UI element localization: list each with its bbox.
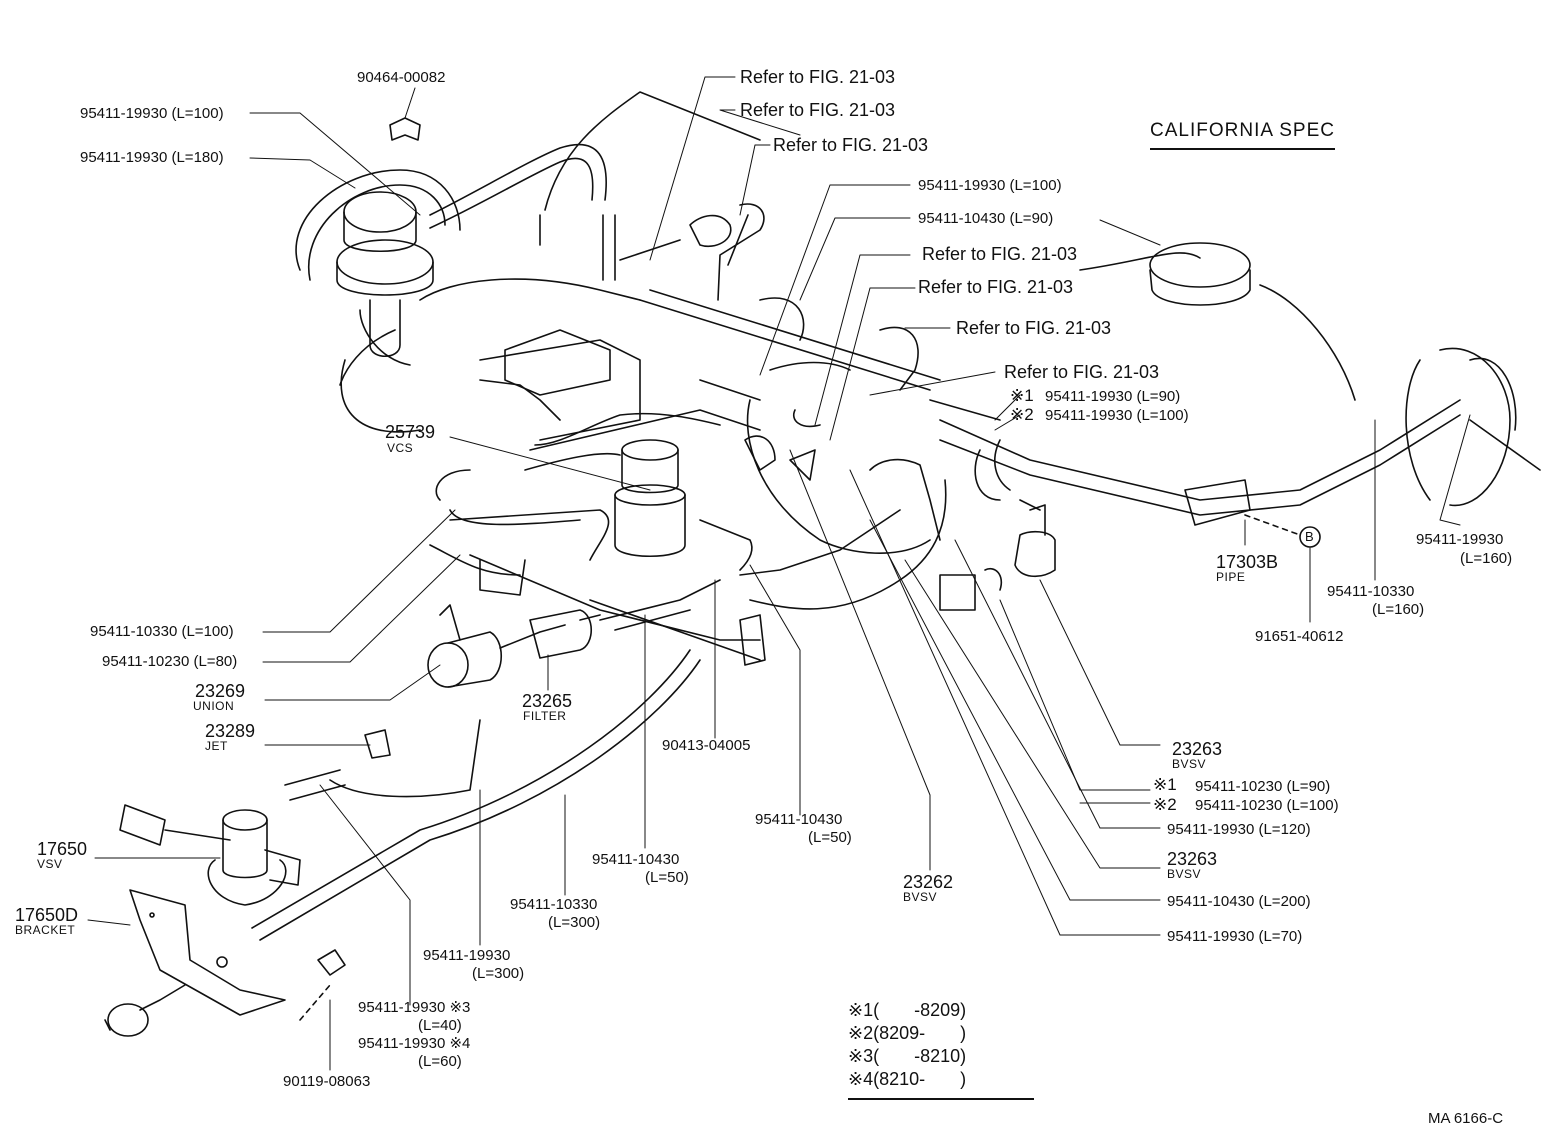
label-23289-sub: JET: [205, 739, 228, 753]
label-hose-19930-l120: 95411-19930 (L=120): [1167, 821, 1311, 838]
label-refer-fig-4: Refer to FIG. 21-03: [922, 244, 1078, 264]
circle-b-symbol: [1299, 526, 1321, 548]
bracket-17650d: [129, 889, 286, 1016]
label-17303b: 17303B: [1216, 552, 1279, 572]
label-hose-l160-right-len: (L=160): [1460, 550, 1513, 567]
bolt-icon: [317, 949, 346, 976]
label-hose-l160-right: 95411-19930: [1416, 531, 1504, 548]
label-hose-19930-l300-len: (L=300): [472, 965, 525, 982]
label-hose-10430-l50-b-len: (L=50): [645, 869, 689, 886]
label-hose-10330-l160: 95411-10330: [1327, 583, 1415, 600]
label-25739-sub: VCS: [387, 441, 414, 455]
label-17303b-sub: PIPE: [1216, 570, 1246, 584]
production-date-legend: ※1( -8209) ※2(8209- ) ※3( -8210) ※4(8210…: [848, 1000, 1034, 1100]
clip-icon: [389, 117, 421, 141]
drawing-code: MA 6166-C: [1428, 1110, 1504, 1127]
label-hose-l90-mid: 95411-10430 (L=90): [918, 210, 1054, 227]
label-refer-fig-7: Refer to FIG. 21-03: [1004, 362, 1160, 382]
label-hose-l180-top: 95411-19930 (L=180): [80, 149, 224, 166]
label-hose-l100-mid: 95411-19930 (L=100): [918, 177, 1062, 194]
label-23265-sub: FILTER: [523, 709, 567, 723]
note-mark-2-top: ※2: [1010, 405, 1034, 424]
circle-b-label: B: [1305, 529, 1314, 544]
label-hose-19930-l70: 95411-19930 (L=70): [1167, 928, 1303, 945]
label-23263-a-sub: BVSV: [1172, 757, 1207, 771]
label-hose-n2-l100: 95411-19930 (L=100): [1045, 407, 1189, 424]
label-refer-fig-5: Refer to FIG. 21-03: [918, 277, 1074, 297]
union-and-filter: [427, 604, 601, 688]
label-hose-10230-l100: 95411-10230 (L=100): [1195, 797, 1339, 814]
legend-row-3: ※3( -8210): [848, 1046, 967, 1066]
label-hose-10230-l90: 95411-10230 (L=90): [1195, 778, 1331, 795]
bvsv-valves: [744, 435, 1056, 611]
label-23289: 23289: [205, 721, 256, 741]
label-90119-08063: 90119-08063: [283, 1073, 371, 1090]
california-spec-title: CALIFORNIA SPEC: [1150, 120, 1335, 150]
label-hose-19930-l40-len: (L=40): [418, 1017, 462, 1034]
label-hose-10430-l50-a: 95411-10430: [755, 811, 843, 828]
jet-icon: [364, 729, 391, 759]
label-17650d: 17650D: [15, 905, 79, 925]
label-refer-fig-1: Refer to FIG. 21-03: [740, 67, 896, 87]
note-mark-1-top: ※1: [1010, 386, 1034, 405]
legend-row-1: ※1( -8209): [848, 1000, 967, 1020]
label-hose-10430-l50-a-len: (L=50): [808, 829, 852, 846]
label-refer-fig-6: Refer to FIG. 21-03: [956, 318, 1112, 338]
label-hose-10330-l100: 95411-10330 (L=100): [90, 623, 234, 640]
label-91651-40612: 91651-40612: [1255, 628, 1344, 645]
note-mark-2-right: ※2: [1153, 795, 1177, 814]
label-hose-10430-l200: 95411-10430 (L=200): [1167, 893, 1311, 910]
label-17650: 17650: [37, 839, 88, 859]
label-hose-10330-l160-len: (L=160): [1372, 601, 1425, 618]
label-17650-sub: VSV: [37, 857, 63, 871]
label-refer-fig-3: Refer to FIG. 21-03: [773, 135, 929, 155]
label-hose-19930-l60: 95411-19930 ※4: [358, 1035, 471, 1052]
canister-top-left: [295, 169, 461, 358]
engine-outline: [339, 91, 941, 666]
vcs-valve: [614, 439, 686, 558]
label-23263-b-sub: BVSV: [1167, 867, 1202, 881]
label-23262: 23262: [903, 872, 954, 892]
label-23262-sub: BVSV: [903, 890, 938, 904]
label-hose-19930-l40: 95411-19930 ※3: [358, 999, 471, 1016]
legend-row-2: ※2(8209- ): [848, 1023, 967, 1043]
reservoir-and-silencer: [1149, 242, 1541, 507]
label-hose-l100-top: 95411-19930 (L=100): [80, 105, 224, 122]
vsv-assembly: [119, 804, 301, 906]
label-hose-10430-l50-b: 95411-10430: [592, 851, 680, 868]
note-mark-1-right: ※1: [1153, 775, 1177, 794]
bolt-dash-line: [299, 984, 331, 1021]
label-90464-00082: 90464-00082: [357, 69, 446, 86]
label-hose-19930-l60-len: (L=60): [418, 1053, 462, 1070]
label-hose-10330-l300: 95411-10330: [510, 896, 598, 913]
legend-row-4: ※4(8210- ): [848, 1069, 967, 1089]
label-23269: 23269: [195, 681, 246, 701]
label-hose-10330-l300-len: (L=300): [548, 914, 601, 931]
label-90413-04005: 90413-04005: [662, 737, 751, 754]
label-hose-n1-l90: 95411-19930 (L=90): [1045, 388, 1181, 405]
circle-b-dash: [1244, 514, 1301, 536]
sensor-bottom-left: [104, 984, 186, 1037]
label-17650d-sub: BRACKET: [15, 923, 76, 937]
label-25739: 25739: [385, 422, 436, 442]
label-23263-b: 23263: [1167, 849, 1218, 869]
label-23263-a: 23263: [1172, 739, 1223, 759]
label-hose-19930-l300: 95411-19930: [423, 947, 511, 964]
leader-lines: [87, 76, 1471, 1071]
label-hose-10230-l80: 95411-10230 (L=80): [102, 653, 238, 670]
label-refer-fig-2: Refer to FIG. 21-03: [740, 100, 896, 120]
label-23269-sub: UNION: [193, 699, 235, 713]
label-23265: 23265: [522, 691, 573, 711]
pipe-bracket: [1184, 479, 1251, 526]
